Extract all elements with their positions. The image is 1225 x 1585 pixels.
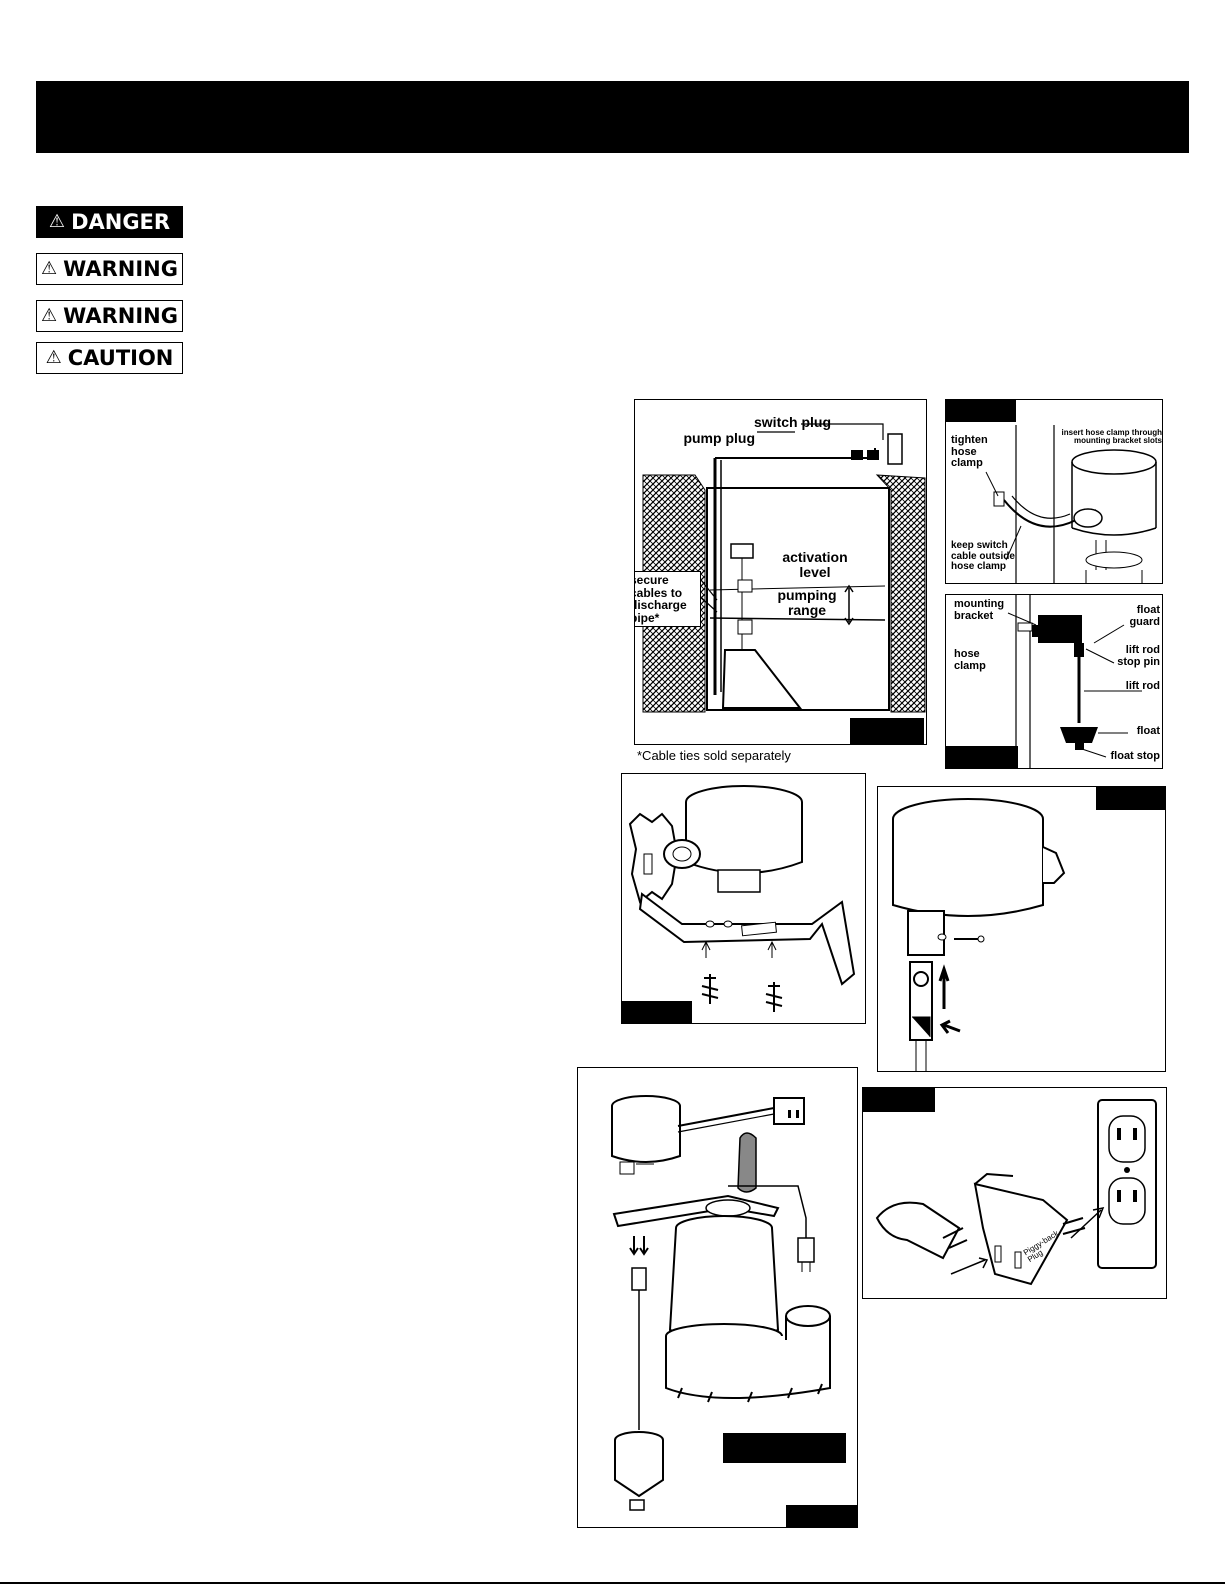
float-stop-label: float stop bbox=[1110, 750, 1161, 762]
piggyback-plug-drawing bbox=[875, 1099, 1157, 1286]
switch-plug-label: switch plug bbox=[754, 414, 831, 430]
figure-number-tag bbox=[946, 746, 1018, 768]
bracket-screws-drawing bbox=[628, 785, 856, 1012]
warning-badge: ⚠WARNING bbox=[36, 253, 183, 285]
caution-badge: ⚠CAUTION bbox=[36, 342, 183, 374]
danger-badge: ⚠DANGER bbox=[36, 206, 183, 238]
pumping-range-label: pumping range bbox=[777, 587, 837, 618]
sump-diagram-drawing bbox=[642, 423, 926, 713]
assembly-figure bbox=[577, 1067, 858, 1528]
hose-clamp-label: hose clamp bbox=[954, 648, 986, 672]
assembly-drawing bbox=[611, 1095, 831, 1511]
switch-parts-figure: mounting bracket hose clamp float guard … bbox=[945, 594, 1163, 769]
figure-number-tag bbox=[622, 1001, 692, 1023]
warning-triangle-icon: ⚠ bbox=[48, 211, 66, 232]
tighten-clamp-label: tighten hose clamp bbox=[951, 434, 988, 470]
activation-level-label: activation level bbox=[782, 549, 848, 580]
keep-cable-outside-label: keep switch cable outside hose clamp bbox=[951, 540, 1015, 572]
pump-plug-label: pump plug bbox=[683, 430, 755, 446]
bracket-screws-figure bbox=[621, 773, 866, 1024]
figure-number-tag bbox=[850, 718, 924, 744]
lift-rod-label: lift rod bbox=[1125, 680, 1160, 692]
piggyback-plug-figure: Piggy-back Plug bbox=[862, 1087, 1167, 1299]
lift-rod-stop-pin-label: lift rod stop pin bbox=[1117, 644, 1160, 668]
insert-clamp-label: insert hose clamp through mounting brack… bbox=[1061, 428, 1162, 446]
warning-triangle-icon: ⚠ bbox=[41, 258, 58, 279]
section-header-bar bbox=[36, 81, 1189, 153]
model-label-tag bbox=[723, 1433, 846, 1463]
figure-number-tag bbox=[786, 1505, 857, 1527]
switch-parts-drawing bbox=[1007, 595, 1142, 768]
secure-cables-label: secure cables to discharge pipe* bbox=[635, 571, 701, 628]
figure-number-tag bbox=[946, 400, 1016, 422]
sump-installation-figure: switch plug pump plug secure cables to d… bbox=[634, 399, 927, 745]
hose-clamp-figure: tighten hose clamp insert hose clamp thr… bbox=[945, 399, 1163, 584]
switch-attachment-drawing bbox=[892, 798, 1066, 1071]
page-bottom-rule bbox=[0, 1582, 1225, 1584]
float-guard-label: float guard bbox=[1129, 604, 1160, 628]
warning-triangle-icon: ⚠ bbox=[41, 305, 58, 326]
warning-badge-2: ⚠WARNING bbox=[36, 300, 183, 332]
warning-triangle-icon: ⚠ bbox=[45, 347, 62, 368]
figure-number-tag bbox=[1096, 787, 1165, 810]
figure-number-tag bbox=[863, 1088, 935, 1112]
float-label: float bbox=[1136, 725, 1160, 737]
cable-ties-footnote: *Cable ties sold separately bbox=[637, 748, 791, 763]
mounting-bracket-label: mounting bracket bbox=[954, 598, 1005, 622]
switch-attachment-figure bbox=[877, 786, 1166, 1072]
hose-clamp-drawing bbox=[985, 425, 1157, 583]
